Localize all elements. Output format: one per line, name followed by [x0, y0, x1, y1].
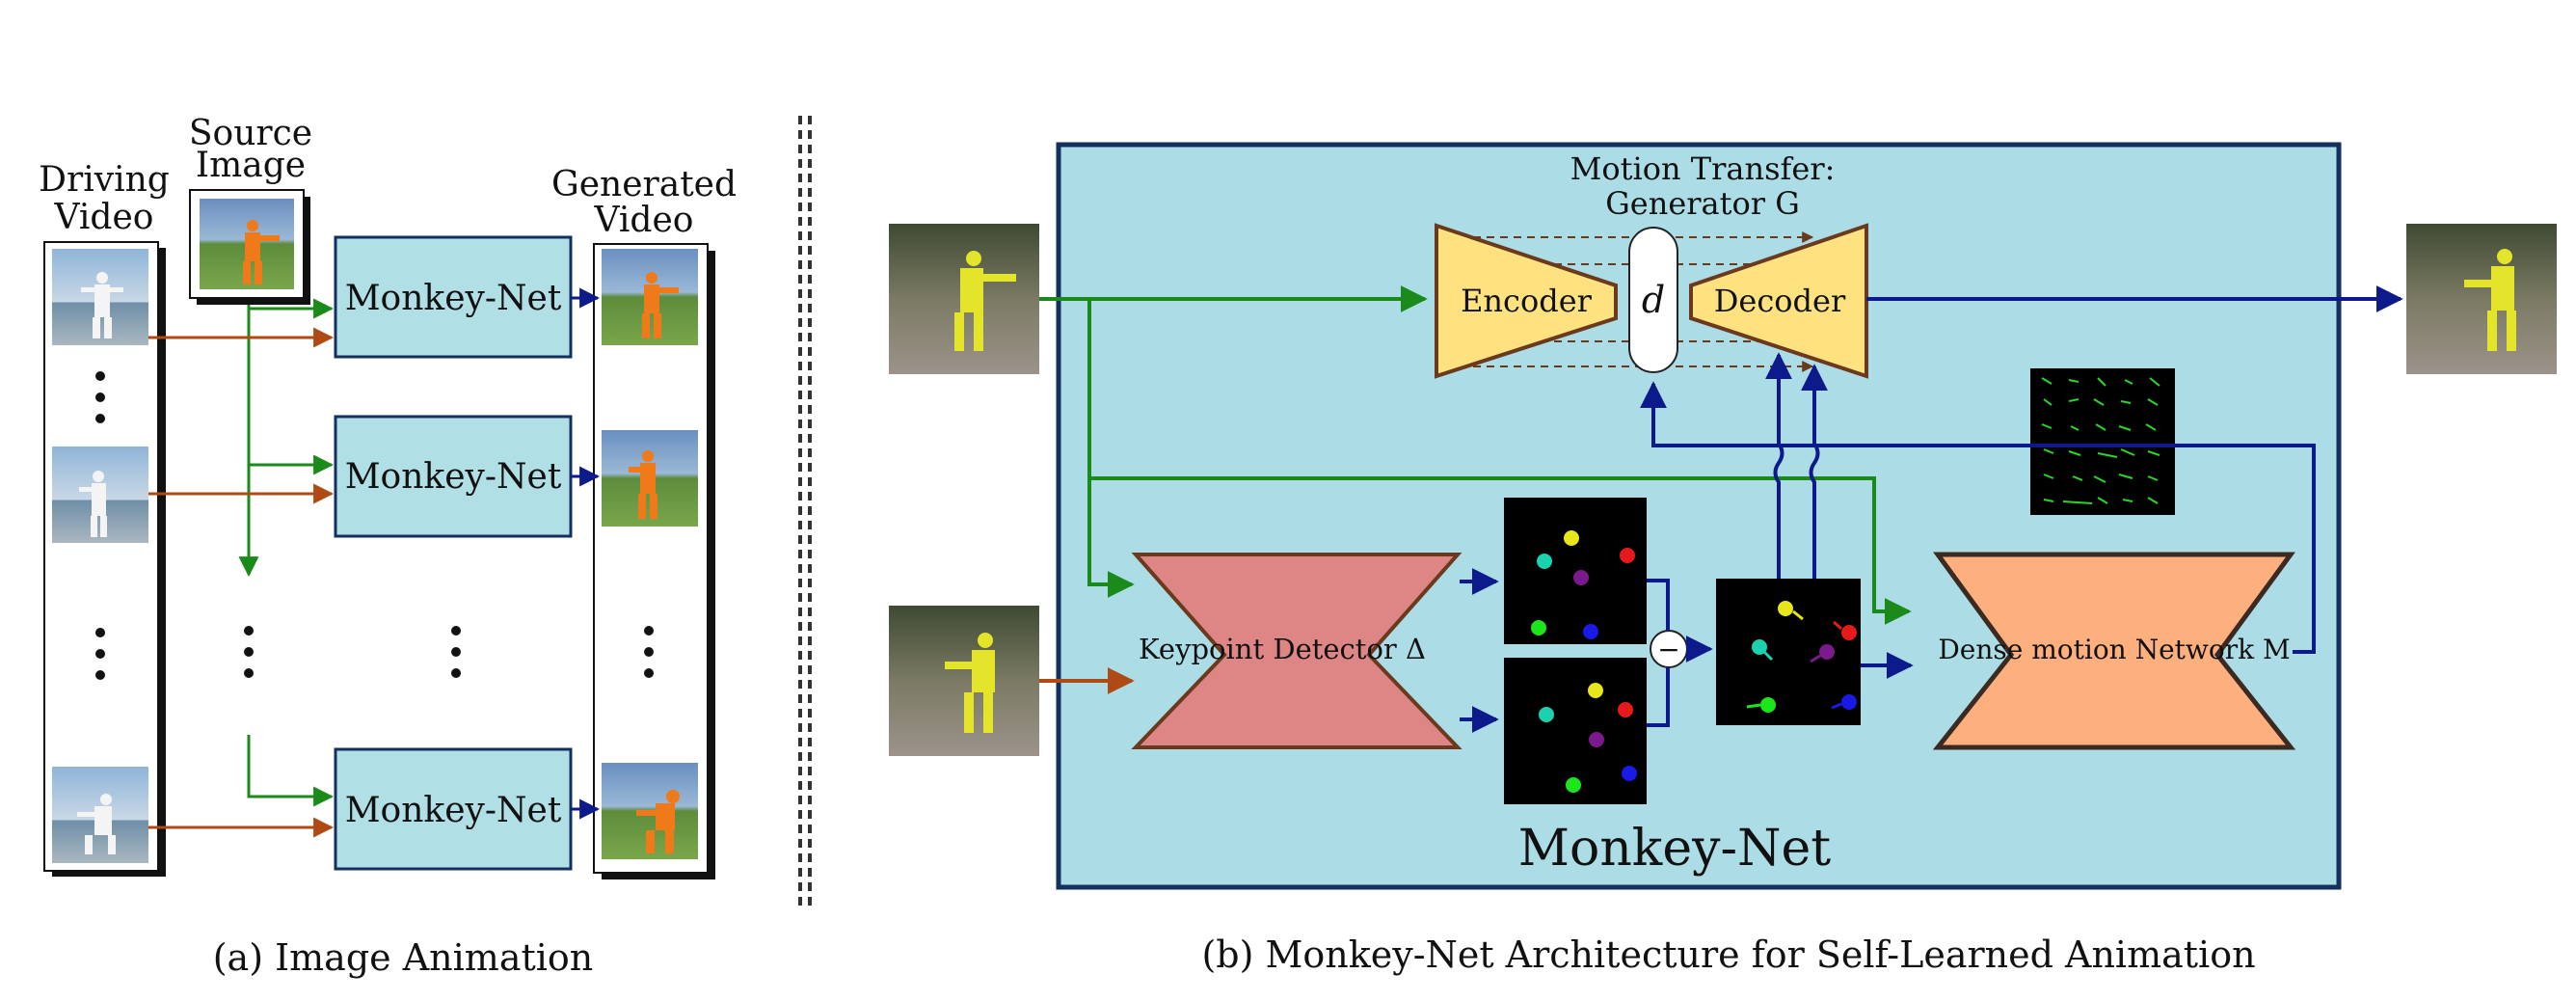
source-image-label-line1: Source [189, 114, 312, 153]
green-arrow-to-block-3 [247, 735, 335, 807]
monkey-net-block-3-label: Monkey-Net [345, 791, 562, 830]
vertical-ellipsis-driving-2 [95, 628, 105, 680]
navy-heatmap1-to-minus [1647, 579, 1670, 631]
kpd-cyan [1752, 639, 1767, 655]
person-yellow-source [954, 251, 1016, 351]
flow-vectors [2041, 377, 2160, 504]
generated-video-label-line2: Video [594, 201, 694, 240]
driving-video-label-line1: Driving [39, 160, 170, 200]
optical-flow-field [2030, 368, 2175, 515]
caption-a: (a) Image Animation [213, 936, 594, 979]
person-yellow-output [2464, 249, 2516, 351]
keypoint-detector-hourglass [1131, 553, 1462, 749]
monkey-net-block-2-label: Monkey-Net [345, 457, 562, 497]
kp-red-2 [1618, 702, 1633, 717]
kpd-purple-vector [1810, 654, 1821, 663]
panel-a-arrows [148, 287, 601, 838]
navy-heatmap2-to-minus [1647, 667, 1670, 727]
person-orange-gen-1 [642, 272, 679, 338]
vertical-ellipsis-generated [644, 626, 654, 678]
panel-separator [798, 116, 812, 906]
kpd-yellow-vector [1792, 609, 1804, 621]
encoder-label: Encoder [1461, 283, 1593, 319]
person-white-1 [81, 272, 123, 338]
vertical-ellipsis-middle [244, 626, 254, 678]
kp-green-2 [1566, 777, 1581, 793]
dense-motion-hourglass [1932, 552, 2296, 750]
kpd-red [1841, 625, 1857, 640]
motion-transfer-title-line2: Generator G [1605, 185, 1800, 222]
navy-dense-to-bottleneck [1640, 381, 2316, 654]
panel-b-arrows [1039, 285, 2403, 733]
container-label: Monkey-Net [1518, 820, 1832, 878]
person-white-2 [79, 471, 107, 537]
kp-red-1 [1620, 548, 1635, 563]
driving-frame-input [889, 606, 1039, 756]
person-orange-source [243, 220, 280, 284]
monkey-net-block-2 [334, 415, 573, 538]
panel-b: Monkey-Net Motion Transfer: Generator G … [889, 142, 2557, 976]
kpd-blue [1841, 694, 1857, 710]
kpd-cyan-vector [1762, 650, 1774, 662]
kpd-blue-vector [1831, 702, 1842, 710]
kpd-red-vector [1833, 620, 1842, 631]
kp-yellow-2 [1588, 683, 1603, 698]
monkey-net-container [1056, 142, 2342, 890]
keypoint-heatmap-1 [1504, 498, 1647, 644]
navy-difference-to-decoder-2 [1801, 364, 1828, 579]
keypoint-detector-label: Keypoint Detector Δ [1139, 633, 1426, 665]
monkey-net-block-1 [334, 235, 573, 359]
driving-video-label-line2: Video [54, 198, 154, 237]
vertical-ellipsis-blocks [451, 626, 461, 678]
kp-cyan-1 [1537, 554, 1552, 569]
encoder-trapezoid [1435, 223, 1618, 379]
kp-yellow-1 [1564, 530, 1579, 546]
kp-purple-1 [1573, 570, 1589, 585]
panel-a: Driving Video Source Image Generated Vid… [39, 114, 737, 979]
caption-b: (b) Monkey-Net Architecture for Self-Lea… [1201, 933, 2255, 976]
navy-difference-to-decoder-1 [1765, 352, 1792, 579]
keypoint-difference-map [1716, 579, 1861, 725]
person-orange-gen-2 [629, 450, 657, 519]
subtraction-symbol: − [1657, 634, 1679, 665]
generated-video-label-line1: Generated [551, 165, 737, 204]
kpd-yellow [1778, 601, 1793, 616]
kpd-purple [1819, 644, 1835, 660]
green-source-to-keypoint [1087, 299, 1135, 598]
decoder-trapezoid [1689, 223, 1868, 379]
person-white-3 [77, 794, 116, 854]
person-yellow-driving [945, 633, 995, 733]
kp-purple-2 [1589, 732, 1604, 747]
decoder-label: Decoder [1714, 283, 1846, 319]
green-source-to-dense [1089, 476, 1912, 625]
vertical-ellipsis-driving-1 [95, 371, 105, 423]
kp-blue-2 [1622, 766, 1637, 781]
generated-frame-output [2406, 224, 2557, 374]
kp-green-1 [1531, 620, 1546, 636]
kpd-green-vector [1746, 703, 1761, 709]
source-image-label-line2: Image [196, 146, 306, 185]
kp-cyan-2 [1539, 707, 1554, 722]
kpd-green [1760, 697, 1776, 713]
monkey-net-block-1-label: Monkey-Net [345, 279, 562, 318]
motion-transfer-title-line1: Motion Transfer: [1570, 150, 1836, 187]
driving-video-strip [43, 241, 159, 872]
person-orange-gen-3 [636, 790, 680, 853]
kp-blue-1 [1583, 624, 1598, 639]
bottleneck-d [1628, 227, 1678, 373]
bottleneck-label: d [1642, 279, 1665, 321]
dense-motion-label: Dense motion Network M [1938, 634, 2290, 665]
